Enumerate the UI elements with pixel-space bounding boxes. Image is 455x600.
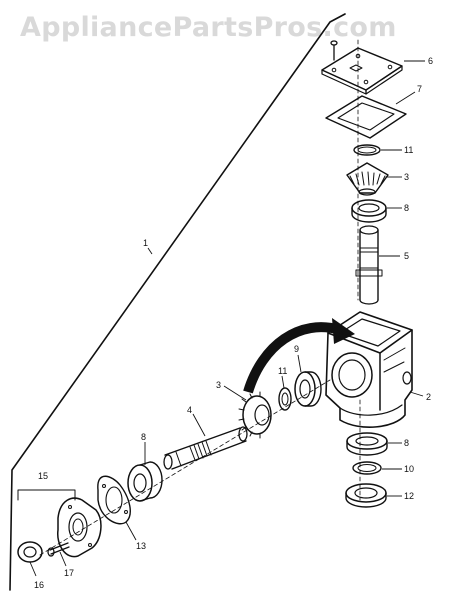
part-5-vertical-shaft bbox=[355, 225, 383, 305]
callout-7: 7 bbox=[417, 84, 422, 94]
part-8-bottom-bearing bbox=[346, 432, 388, 456]
callout-4: 4 bbox=[187, 405, 192, 415]
part-9-side-bearing bbox=[294, 371, 322, 407]
callout-8-left: 8 bbox=[141, 432, 146, 442]
callout-1: 1 bbox=[143, 238, 148, 248]
part-8-top-bearing bbox=[351, 199, 387, 223]
part-3-top-bevel-gear bbox=[346, 162, 389, 196]
part-7-gasket bbox=[325, 95, 407, 139]
callout-15: 15 bbox=[38, 471, 48, 481]
callout-13: 13 bbox=[136, 541, 146, 551]
leader-lines bbox=[29, 60, 425, 577]
part-11-top-ring bbox=[353, 144, 381, 156]
callout-8-top: 8 bbox=[404, 203, 409, 213]
part-12-bottom-seal bbox=[345, 483, 387, 508]
watermark: AppliancePartsPros.com bbox=[20, 12, 397, 43]
part-8-left-bearing bbox=[127, 461, 163, 502]
callout-8-bottom: 8 bbox=[404, 438, 409, 448]
callout-17: 17 bbox=[64, 568, 74, 578]
top-screw bbox=[330, 40, 338, 61]
callout-11-side: 11 bbox=[278, 366, 287, 376]
part-10-bottom-ring bbox=[352, 461, 382, 475]
callout-6: 6 bbox=[428, 56, 433, 66]
part-13-left-gasket bbox=[97, 475, 131, 525]
center-axis-lines bbox=[39, 39, 361, 556]
callout-3-side: 3 bbox=[216, 380, 221, 390]
part-2-gear-housing bbox=[325, 311, 413, 428]
part-11-side-ring bbox=[278, 387, 292, 411]
assembly-arrow bbox=[243, 318, 355, 394]
callout-11-top: 11 bbox=[404, 145, 413, 155]
callout-10: 10 bbox=[404, 464, 414, 474]
callout-16: 16 bbox=[34, 580, 44, 590]
callout-3-top: 3 bbox=[404, 172, 409, 182]
part-3-side-bevel-gear bbox=[238, 391, 272, 439]
callout-5: 5 bbox=[404, 251, 409, 261]
callout-9: 9 bbox=[294, 344, 299, 354]
callout-labels: 1 2 3 3 4 5 6 7 8 8 8 9 10 11 11 12 13 1… bbox=[34, 56, 433, 590]
callout-12: 12 bbox=[404, 491, 414, 501]
callout-2: 2 bbox=[426, 392, 431, 402]
part-15-end-cap-group bbox=[17, 489, 102, 563]
part-6-cover-plate bbox=[321, 47, 403, 95]
assembly-bracket-line bbox=[9, 13, 346, 591]
part-4-horizontal-shaft bbox=[163, 426, 248, 470]
